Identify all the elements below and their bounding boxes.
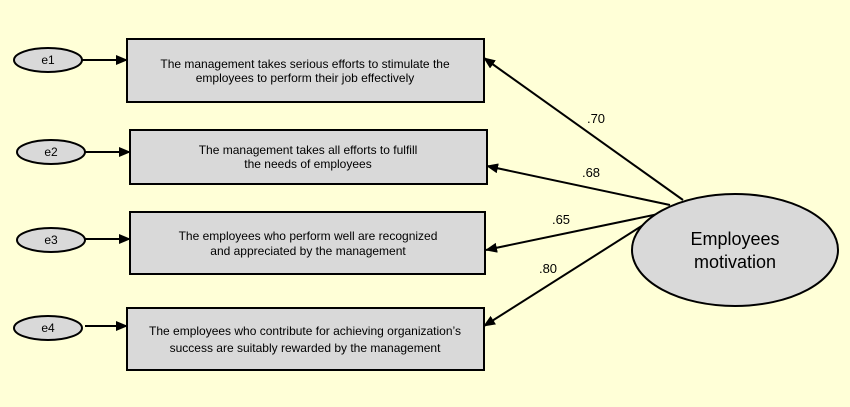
indicator-line-2: success are suitably rewarded by the man… [170,341,441,355]
indicator-line-1: The management takes serious efforts to … [160,57,450,71]
error-e3: e3 [16,227,86,253]
loading-arrow-1 [483,57,684,201]
indicator-box-1: The management takes serious efforts to … [126,38,485,103]
loading-label-3: .65 [552,212,570,227]
indicator-box-3: The employees who perform well are recog… [129,211,486,275]
indicator-line-1: The employees who contribute for achievi… [149,324,461,338]
loading-arrow-2 [486,163,671,206]
latent-line-2: motivation [694,252,776,272]
error-label: e2 [44,145,58,159]
indicator-box-4: The employees who contribute for achievi… [126,307,485,371]
indicator-line-2: employees to perform their job effective… [196,71,415,85]
indicator-line-1: The employees who perform well are recog… [179,229,438,243]
loading-arrow-4 [483,221,649,327]
error-e2: e2 [16,139,86,165]
indicator-line-2: the needs of employees [244,157,371,171]
latent-employees-motivation: Employees motivation [631,193,839,307]
error-label: e1 [41,53,55,67]
loading-label-2: .68 [582,165,600,180]
loading-label-1: .70 [587,111,605,126]
latent-line-1: Employees [690,229,779,249]
loading-arrow-3 [485,211,669,253]
error-label: e3 [44,233,58,247]
indicator-box-2: The management takes all efforts to fulf… [129,129,488,185]
error-label: e4 [41,321,55,335]
indicator-line-2: and appreciated by the management [210,244,406,258]
error-e4: e4 [13,315,83,341]
error-e1: e1 [13,47,83,73]
loading-label-4: .80 [539,261,557,276]
indicator-line-1: The management takes all efforts to fulf… [199,143,418,157]
